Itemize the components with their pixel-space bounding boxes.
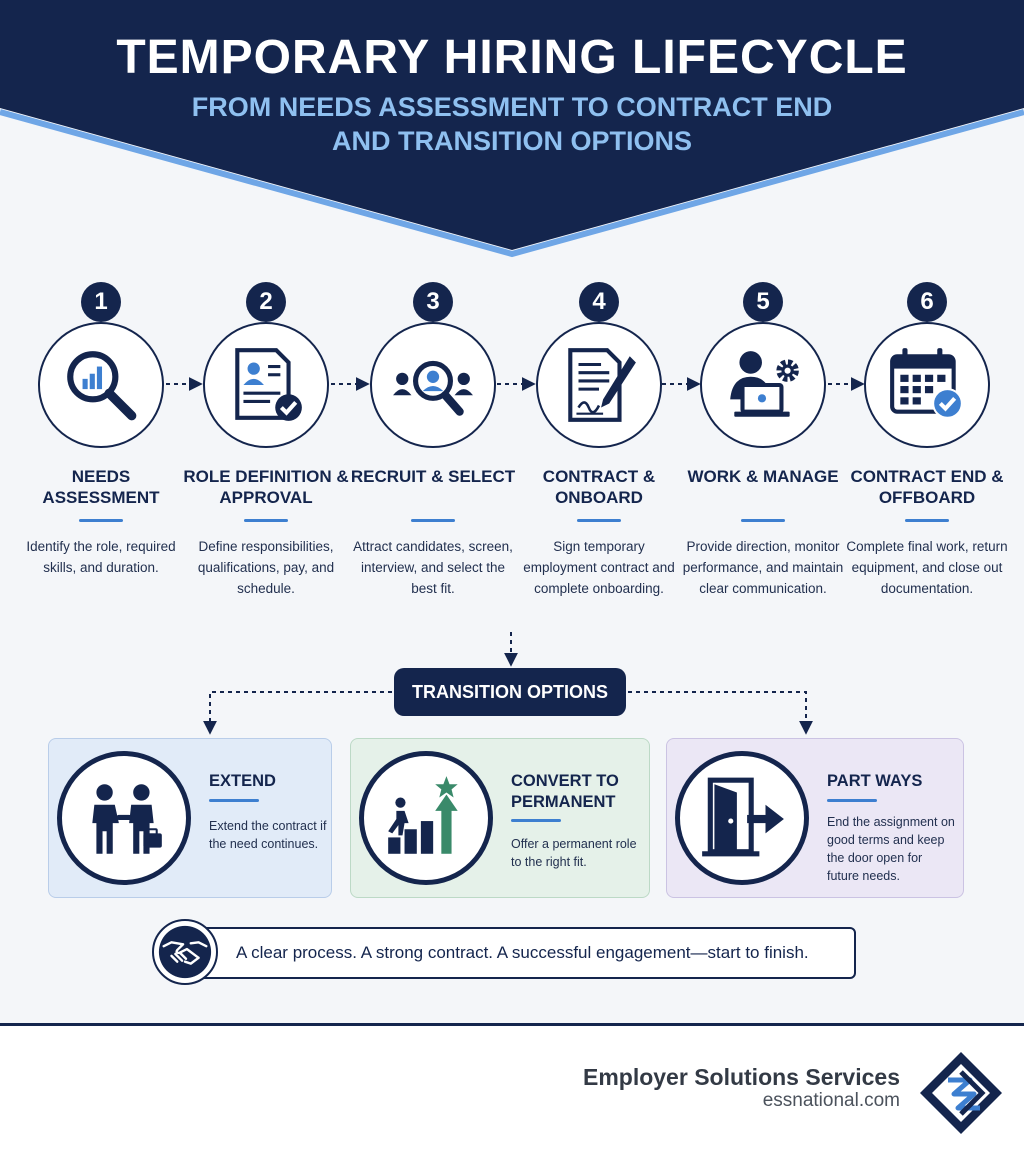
step-description: Identify the role, required skills, and … [26,539,176,575]
connector-arrow-right [628,691,813,735]
step-title: RECRUIT & SELECT [350,467,516,486]
step-title: CONTRACT END & OFFBOARD [850,467,1004,507]
step-icon-circle [864,322,990,448]
page-subtitle-line1: FROM NEEDS ASSESSMENT TO CONTRACT END [191,92,833,122]
step-icon-circle [38,322,164,448]
page-title: TEMPORARY HIRING LIFECYCLE [116,31,908,84]
option-divider [827,799,877,802]
step-description: Complete final work, return equipment, a… [846,539,1008,596]
step-role-definition: 2 ROLE DEFINITION & APPROVAL Define resp… [183,278,349,628]
door-exit-icon [702,777,784,857]
step-contract-onboard: 4 CONTRACT & ONBOARD Sign temporary empl… [516,278,682,628]
transition-options-label: TRANSITION OPTIONS [394,668,626,716]
handshake-people-icon [92,784,162,854]
company-website: essnational.com [762,1090,900,1111]
step-description: Provide direction, monitor performance, … [682,539,844,596]
step-needs-assessment: 1 NEEDS ASSESSMENT Identify the role, re… [18,278,184,628]
option-description: Offer a permanent role to the right fit. [511,837,637,869]
step-title: CONTRACT & ONBOARD [542,467,656,507]
footer-divider [0,1023,1024,1026]
step-work-manage: 5 WORK & MANAGE Provide direction, monit… [680,278,846,628]
step-number-badge: 4 [579,282,619,322]
step-recruit-select: 3 RECRUIT & SELECT Attract candidates, s… [350,278,516,628]
option-divider [209,799,259,802]
step-icon-circle [700,322,826,448]
step-icon-circle [536,322,662,448]
step-divider [244,519,288,522]
step-icon-circle [370,322,496,448]
connector-arrow-left [203,691,392,735]
step-title: NEEDS ASSESSMENT [42,467,160,507]
worker-laptop-gear-icon [730,351,799,417]
option-card-convert: CONVERT TO PERMANENT Offer a permanent r… [350,738,650,898]
step-number-badge: 3 [413,282,453,322]
candidate-search-icon [393,360,473,416]
company-logo-icon [920,1052,1002,1134]
step-description: Define responsibilities, qualifications,… [197,539,335,596]
growth-stairs-icon [388,776,458,854]
step-description: Sign temporary employment contract and c… [523,539,675,596]
step-number-badge: 1 [81,282,121,322]
calendar-check-icon [890,348,963,419]
option-description: End the assignment on good terms and kee… [827,815,955,883]
tagline-icon-circle [152,919,218,985]
page-subtitle-line2: AND TRANSITION OPTIONS [331,126,692,156]
step-number-badge: 6 [907,282,947,322]
header-banner [0,0,1024,258]
step-number-badge: 5 [743,282,783,322]
step-title: ROLE DEFINITION & APPROVAL [183,467,349,507]
step-contract-end: 6 CONTRACT END & OFFBOARD Complete final… [844,278,1010,628]
option-title: EXTEND [209,772,276,790]
option-title: CONVERT TO PERMANENT [511,772,619,811]
footer [0,1026,1024,1154]
option-card-part-ways: PART WAYS End the assignment on good ter… [666,738,964,898]
tagline-text: A clear process. A strong contract. A su… [236,943,809,962]
step-divider [577,519,621,522]
step-divider [79,519,123,522]
option-icon-circle [675,751,809,885]
step-icon-circle [203,322,329,448]
step-divider [741,519,785,522]
step-description: Attract candidates, screen, interview, a… [353,539,513,596]
handshake-icon [158,925,212,979]
option-card-extend: EXTEND Extend the contract if the need c… [48,738,332,898]
option-title: PART WAYS [827,772,923,790]
contract-sign-icon [568,348,636,422]
step-divider [411,519,455,522]
option-icon-circle [57,751,191,885]
document-check-icon [235,348,302,421]
step-number-badge: 2 [246,282,286,322]
option-description: Extend the contract if the need continue… [209,819,327,851]
magnifier-chart-icon [67,351,137,421]
step-title: WORK & MANAGE [687,467,839,486]
company-name: Employer Solutions Services [582,1064,900,1090]
option-divider [511,819,561,822]
tagline-box: A clear process. A strong contract. A su… [190,927,856,979]
option-icon-circle [359,751,493,885]
step-divider [905,519,949,522]
